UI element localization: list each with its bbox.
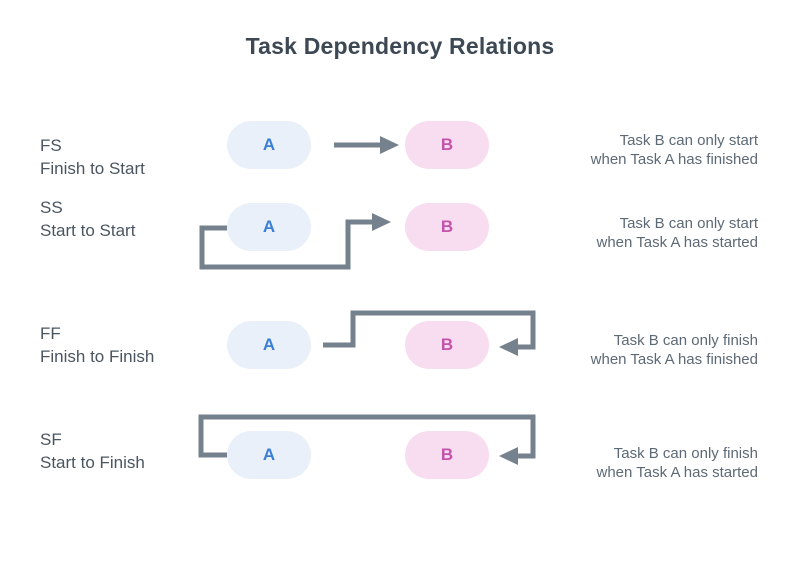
task-b-label: B xyxy=(440,335,454,354)
description-line: Task B can only finish xyxy=(613,445,758,462)
relation-description-ff: Task B can only finish when Task A has f… xyxy=(591,331,758,369)
fs-straight-right-arrow-icon xyxy=(334,136,399,154)
relation-code: SF xyxy=(40,430,62,449)
task-b-label: B xyxy=(440,217,454,236)
relation-name: Start to Finish xyxy=(40,453,145,472)
relation-label-sf: SF Start to Finish xyxy=(40,428,145,474)
task-b-pill-sf: B xyxy=(405,431,489,479)
ff-over-loop-left-arrow-icon xyxy=(323,310,536,356)
description-line: Task B can only start xyxy=(619,132,758,149)
description-line: when Task A has started xyxy=(596,234,759,251)
description-line: when Task A has started xyxy=(596,464,759,481)
task-a-pill-ff: A xyxy=(227,321,311,369)
task-a-label: A xyxy=(262,217,276,236)
relation-name: Start to Start xyxy=(40,221,136,240)
task-a-pill-ss: A xyxy=(227,203,311,251)
task-b-label: B xyxy=(440,135,454,154)
task-a-pill-fs: A xyxy=(227,121,311,169)
page-title: Task Dependency Relations xyxy=(245,33,555,59)
description-line: when Task A has finished xyxy=(590,351,758,368)
relation-description-sf: Task B can only finish when Task A has s… xyxy=(597,444,759,482)
relation-description-ss: Task B can only start when Task A has st… xyxy=(597,214,759,252)
relation-description-fs: Task B can only start when Task A has fi… xyxy=(591,131,758,169)
task-a-label: A xyxy=(262,335,276,354)
task-a-pill-sf: A xyxy=(227,431,311,479)
relation-label-fs: FS Finish to Start xyxy=(40,134,145,180)
sf-over-span-left-arrow-icon xyxy=(198,414,536,465)
description-line: Task B can only finish xyxy=(613,332,758,349)
task-a-label: A xyxy=(262,445,276,464)
relation-name: Finish to Start xyxy=(40,159,145,178)
relation-label-ff: FF Finish to Finish xyxy=(40,322,154,368)
ss-under-loop-right-arrow-icon xyxy=(199,213,391,270)
relation-code: FF xyxy=(40,324,61,343)
description-line: Task B can only start xyxy=(619,215,758,232)
relation-label-ss: SS Start to Start xyxy=(40,196,135,242)
description-line: when Task A has finished xyxy=(590,151,758,168)
task-a-label: A xyxy=(262,135,276,154)
task-b-pill-ss: B xyxy=(405,203,489,251)
task-b-pill-fs: B xyxy=(405,121,489,169)
relation-name: Finish to Finish xyxy=(40,347,155,366)
task-b-label: B xyxy=(440,445,454,464)
relation-code: SS xyxy=(40,198,63,217)
task-b-pill-ff: B xyxy=(405,321,489,369)
relation-code: FS xyxy=(40,136,62,155)
